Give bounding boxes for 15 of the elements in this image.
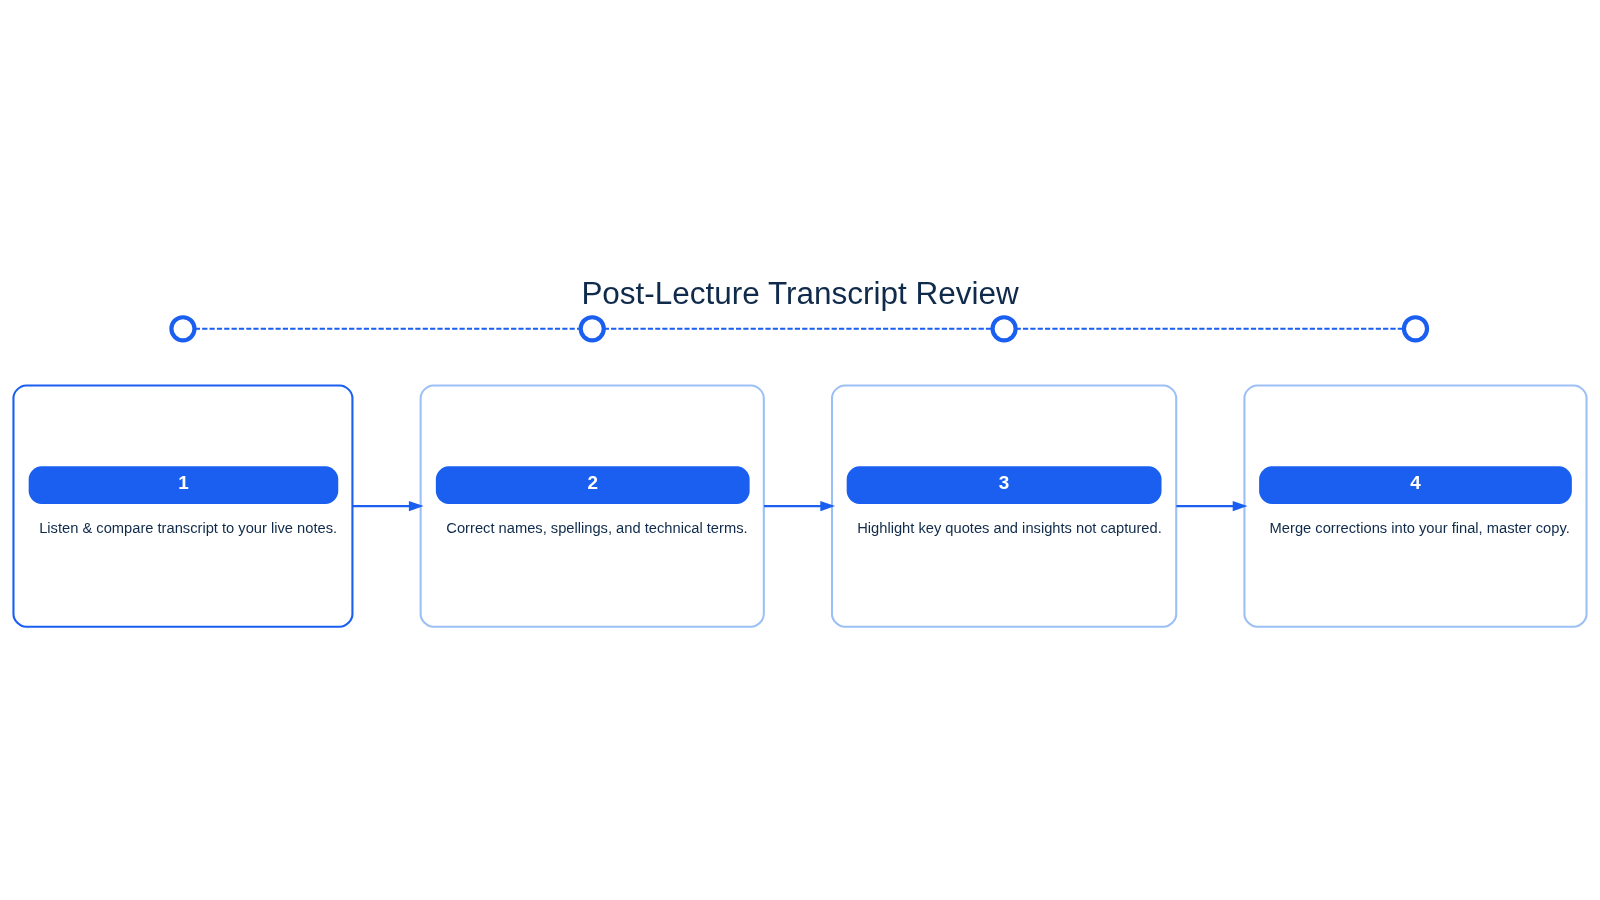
node-circle [578,314,606,342]
arrow [352,500,424,511]
connector [1015,327,1404,330]
connector [603,327,993,330]
arrow [1176,500,1248,511]
diagram-title: Post-Lecture Transcript Review [581,275,1019,311]
node-circle [169,314,197,342]
node-circle [990,314,1018,342]
node-circle [1401,314,1430,342]
arrow [764,500,836,511]
connector [194,327,581,330]
node-box: 4 Merge corrections into your final, master copy. [1243,383,1588,628]
node-box: 2 Correct names, spellings, and technical terms. [419,383,765,628]
node-box: 1 Listen & compare transcript to your live notes. [12,383,354,628]
node-box: 3 Highlight key quotes and insights not captured. [830,383,1178,628]
